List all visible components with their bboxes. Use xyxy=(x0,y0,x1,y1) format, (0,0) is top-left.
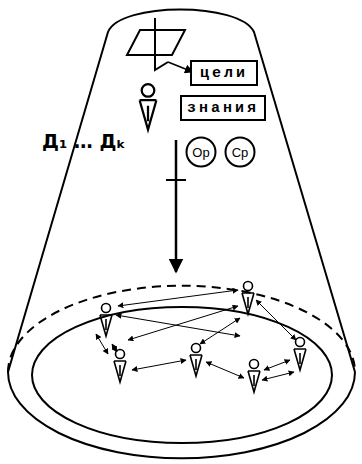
text-box: знания xyxy=(180,95,266,121)
cone-side xyxy=(8,10,355,373)
circle-node: Ор xyxy=(185,136,217,168)
node-text: Ор xyxy=(192,145,209,160)
influence-arrow xyxy=(175,140,178,272)
role-label: Д₁ … Дₖ xyxy=(42,130,126,152)
text-box: цели xyxy=(190,60,258,86)
group-figures xyxy=(100,282,306,393)
node-text: знания xyxy=(187,100,259,117)
circle-node: Ср xyxy=(224,136,256,168)
arrow-tick xyxy=(166,179,186,181)
group-ellipse xyxy=(32,307,332,443)
cone-base-back xyxy=(8,286,355,372)
interaction-arrows xyxy=(96,290,296,380)
node-text: цели xyxy=(200,65,248,82)
flag-pole xyxy=(155,18,168,70)
leader-figure xyxy=(140,84,157,130)
node-text: Ср xyxy=(232,145,249,160)
